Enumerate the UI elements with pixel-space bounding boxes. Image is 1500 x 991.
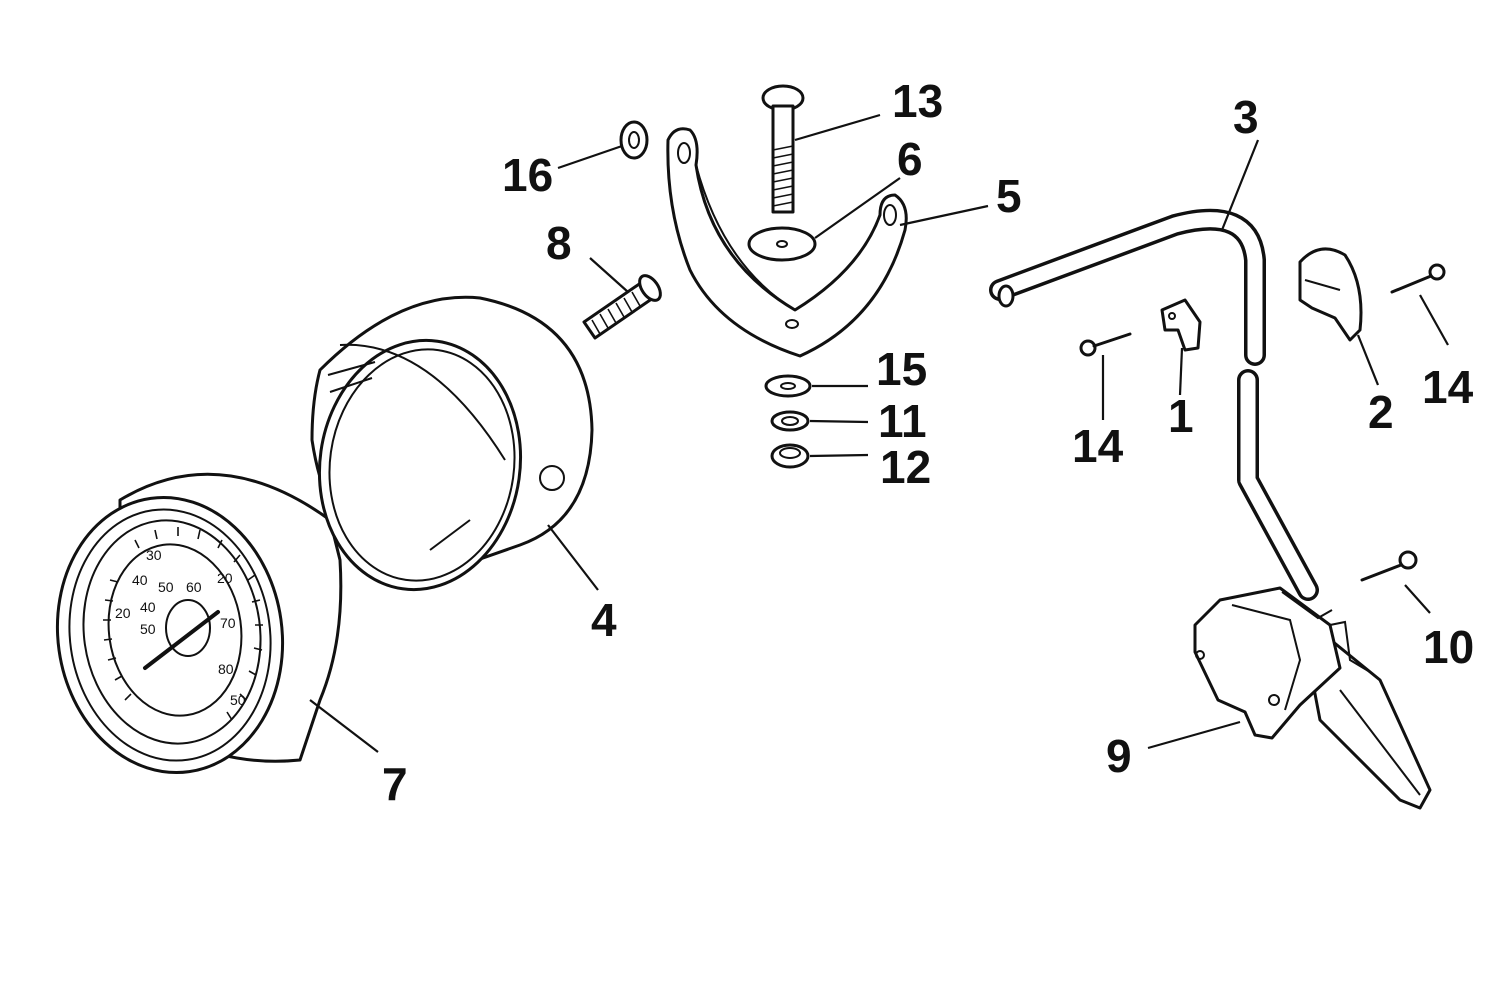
dial-number: 50: [140, 621, 156, 637]
cover-plate-2: [1298, 247, 1363, 342]
washer-15: [764, 374, 812, 398]
screw-14-right: [1390, 263, 1446, 294]
leader-lines: [309, 113, 1449, 753]
dial-ticks: [103, 527, 263, 721]
callout-13: 13: [892, 75, 943, 127]
washer-6: [747, 226, 817, 262]
speedometer-gauge: 30 40 20 40 50 60 70 80 50 20 50: [55, 472, 343, 775]
callout-8: 8: [546, 217, 572, 269]
callout-3: 3: [1233, 91, 1259, 143]
bolt-13: [761, 84, 805, 214]
callout-14-right: 14: [1422, 361, 1474, 413]
dial-number: 50: [158, 579, 174, 595]
callout-16: 16: [502, 149, 553, 201]
dial-number: 40: [140, 599, 156, 615]
callout-2: 2: [1368, 386, 1394, 438]
callout-10: 10: [1423, 621, 1474, 673]
screw-10: [1360, 550, 1418, 582]
dial-needle: [143, 610, 220, 670]
callout-1: 1: [1168, 390, 1194, 442]
callout-14-left: 14: [1072, 420, 1124, 472]
nut-12: [770, 443, 810, 469]
lock-washer-11: [770, 410, 810, 432]
speedometer-tube: [989, 208, 1319, 601]
gauge-housing-cup: [310, 295, 594, 592]
callout-11: 11: [878, 395, 927, 447]
callout-15: 15: [876, 343, 927, 395]
callout-numbers: 1 2 3 4 5 6 7 8 9 10 11 12 13 14 14 15 1…: [382, 75, 1474, 810]
dial-number: 60: [186, 579, 202, 595]
tube-clip-1: [1160, 298, 1202, 352]
callout-12: 12: [880, 441, 931, 493]
screw-14-left: [1079, 332, 1132, 357]
dial-number: 80: [218, 661, 234, 677]
callout-7: 7: [382, 758, 408, 810]
dial-number: 20: [217, 570, 233, 586]
mounting-bracket: [666, 127, 908, 358]
pickup-assembly-9: [1193, 586, 1432, 810]
dial-number: 20: [115, 605, 131, 621]
callout-9: 9: [1106, 730, 1132, 782]
callout-4: 4: [591, 594, 617, 646]
callout-6: 6: [897, 133, 923, 185]
dial-number: 70: [220, 615, 236, 631]
screw-8: [582, 274, 662, 340]
callout-5: 5: [996, 170, 1022, 222]
dial-number: 40: [132, 572, 148, 588]
dial-number: 30: [146, 547, 162, 563]
dial-number: 50: [230, 692, 246, 708]
washer-16: [619, 120, 649, 160]
